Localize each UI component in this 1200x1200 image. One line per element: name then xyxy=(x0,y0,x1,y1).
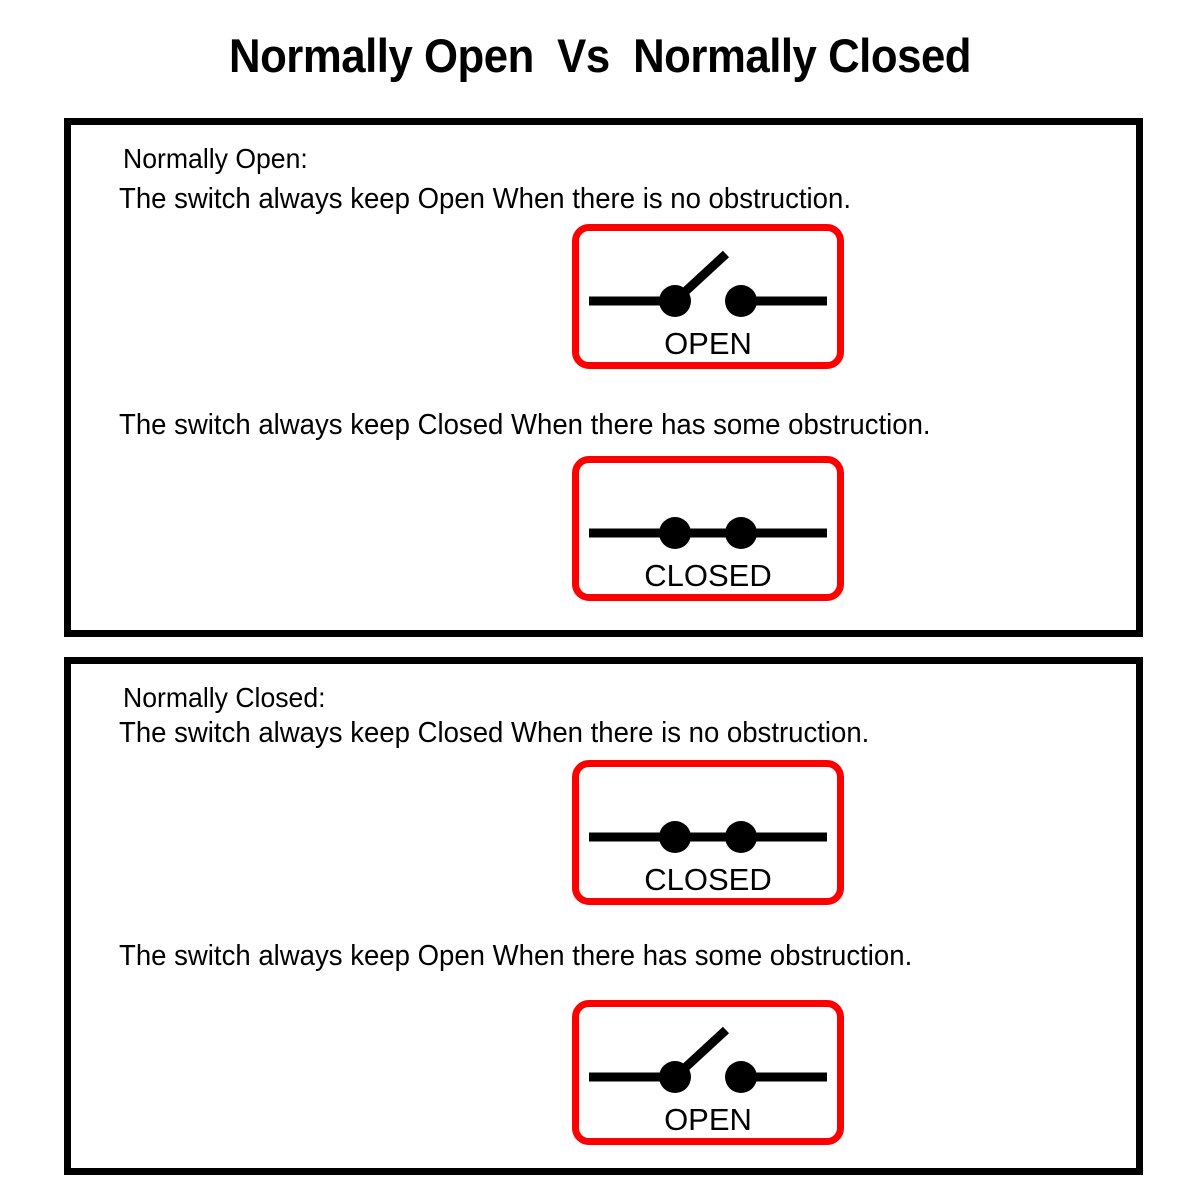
switch-state-label: OPEN xyxy=(664,326,752,361)
panel-normally-open-description-with-obstruction: The switch always keep Closed When there… xyxy=(119,409,931,441)
switch-state-label: OPEN xyxy=(664,1102,752,1137)
switch-contact-dot-right xyxy=(725,1061,757,1093)
panel-normally-closed-description-no-obstruction: The switch always keep Closed When there… xyxy=(119,717,870,749)
page-title: Normally Open Vs Normally Closed xyxy=(228,29,972,82)
switch-contact-dot-right xyxy=(725,821,757,853)
panel-normally-closed-description-with-obstruction: The switch always keep Open When there h… xyxy=(119,940,913,972)
panel-normally-open-heading: Normally Open: xyxy=(123,143,308,174)
switch-state-label: CLOSED xyxy=(644,862,771,897)
switch-contact-dot-left xyxy=(659,285,691,317)
switch-contact-dot-left xyxy=(659,821,691,853)
switch-contact-dot-right xyxy=(725,285,757,317)
switch-contact-dot-right xyxy=(725,517,757,549)
panel-normally-closed: Normally Closed: The switch always keep … xyxy=(64,657,1143,1175)
panel-normally-open-description-no-obstruction: The switch always keep Open When there i… xyxy=(119,183,851,215)
switch-symbol-open: OPEN xyxy=(589,250,827,361)
switch-symbol-closed-card: CLOSED xyxy=(572,456,844,601)
switch-symbol-open-card: OPEN xyxy=(572,1000,844,1145)
switch-symbol-closed: CLOSED xyxy=(589,517,827,593)
switch-symbol-open: OPEN xyxy=(589,1026,827,1137)
switch-contact-dot-left xyxy=(659,1061,691,1093)
switch-symbol-closed: CLOSED xyxy=(589,821,827,897)
switch-contact-dot-left xyxy=(659,517,691,549)
switch-symbol-closed-card: CLOSED xyxy=(572,760,844,905)
switch-state-label: CLOSED xyxy=(644,558,771,593)
panel-normally-open: Normally Open: The switch always keep Op… xyxy=(64,118,1143,637)
panel-normally-closed-heading: Normally Closed: xyxy=(123,682,326,713)
switch-symbol-open-card: OPEN xyxy=(572,224,844,369)
